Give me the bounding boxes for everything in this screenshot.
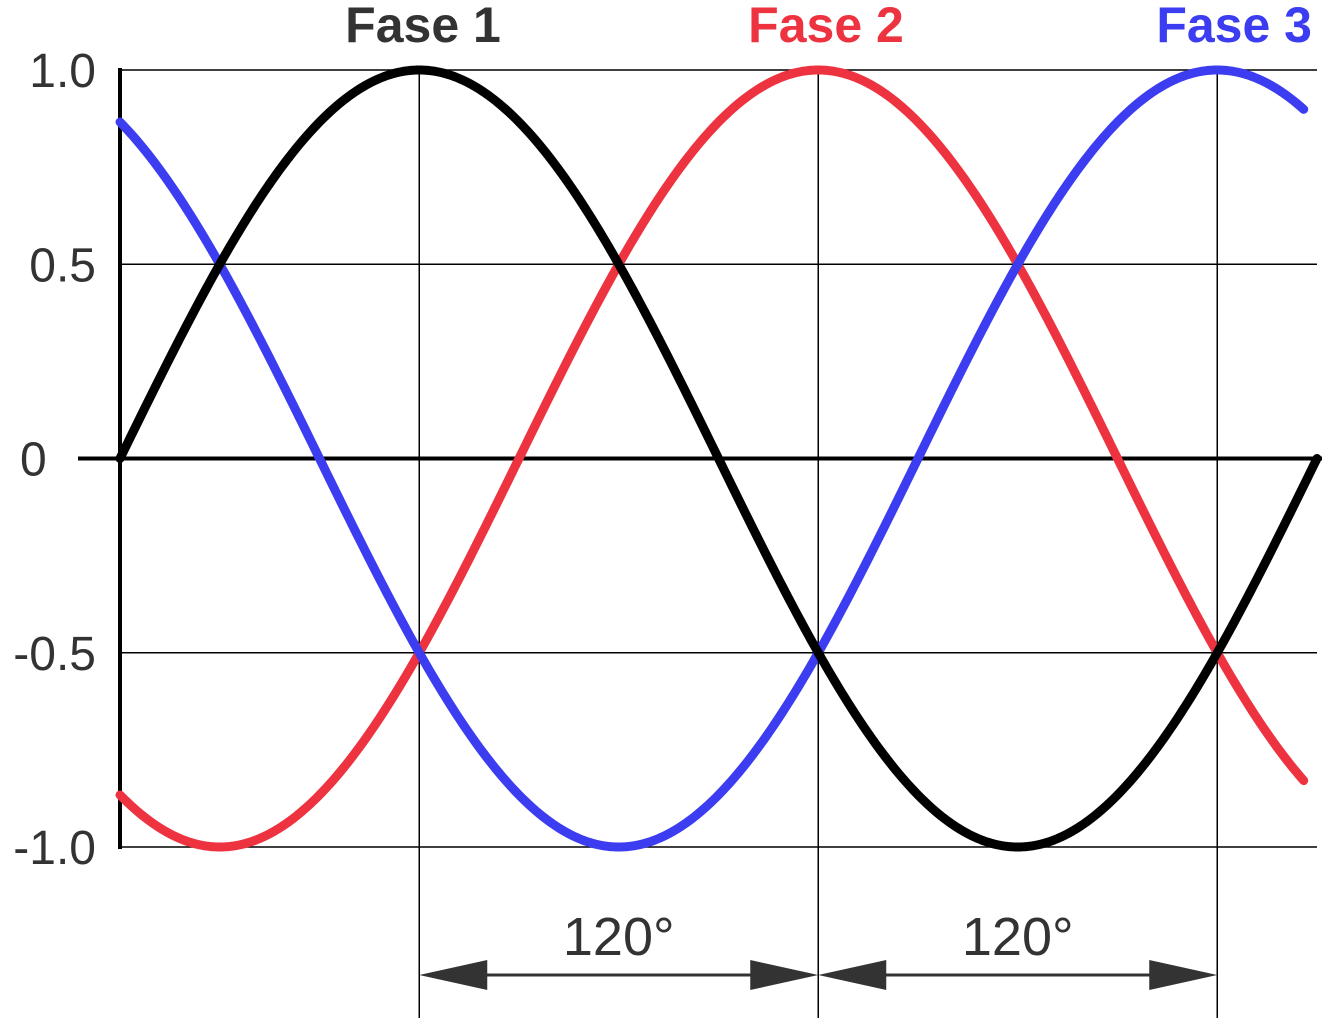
y-tick-label: -0.5 [13, 628, 96, 681]
legend-label-fase-3: Fase 3 [1156, 0, 1312, 53]
legend-label-fase-1: Fase 1 [345, 0, 501, 53]
legend-label-fase-2: Fase 2 [748, 0, 904, 53]
series-line-fase-2 [115, 65, 1309, 852]
y-tick-label: 0.5 [29, 239, 96, 292]
series-line-fase-3 [115, 65, 1309, 852]
y-tick-label: 1.0 [29, 45, 96, 98]
arrowhead-left-icon [419, 960, 488, 990]
arrowhead-left-icon [818, 960, 887, 990]
arrowhead-right-icon [750, 960, 819, 990]
series-line-fase-1 [115, 65, 1322, 852]
y-tick-label: 0 [20, 434, 47, 487]
arrowhead-right-icon [1149, 960, 1218, 990]
phase-angle-label: 120° [563, 907, 675, 967]
phase-angle-label: 120° [962, 907, 1074, 967]
y-tick-label: -1.0 [13, 822, 96, 875]
